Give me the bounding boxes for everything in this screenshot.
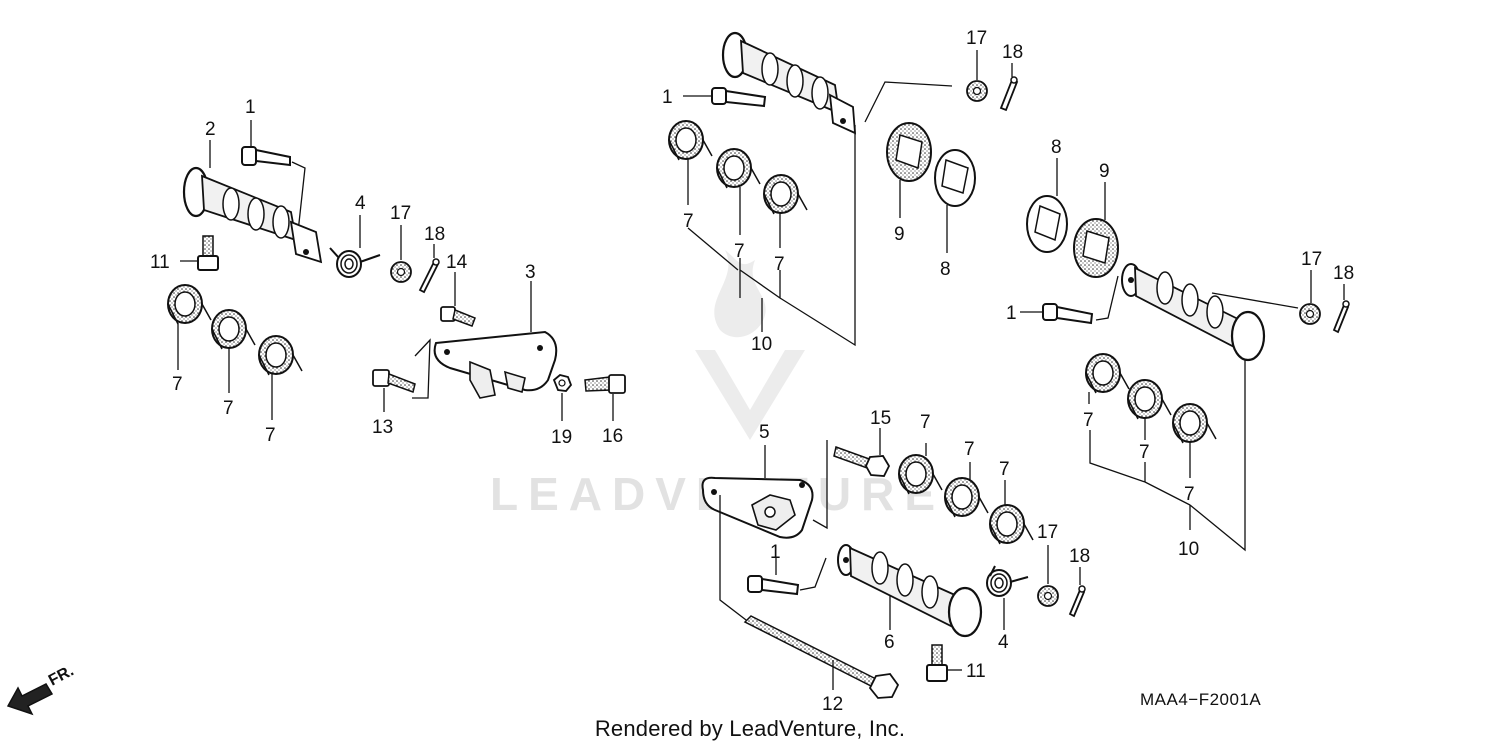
callout-8: 8 [1051,137,1062,158]
callout-11: 11 [966,661,986,682]
callout-2: 2 [205,119,216,140]
diagram-code: MAA4−F2001A [1140,690,1262,709]
bolt-15 [833,446,891,477]
bolt-1-top [711,87,767,108]
callout-4: 4 [355,193,366,214]
bracket-3 [433,330,558,399]
bolt-13 [372,369,416,393]
callout-10: 10 [751,334,772,355]
washer-17-top [966,80,988,102]
cotter-pin-18-top [999,76,1019,112]
plate-8-right [1026,195,1068,253]
callout-7: 7 [964,439,975,460]
callout-15: 15 [870,408,891,429]
collar-7-right-c [1172,403,1217,444]
callout-7: 7 [999,459,1010,480]
rubber-pad-9-right [1073,218,1119,278]
callout-17: 17 [1037,522,1058,543]
bolt-1-right [1042,303,1094,325]
render-credit: Rendered by LeadVenture, Inc. [594,716,906,741]
callout-7: 7 [223,398,234,419]
bottom-center-footpeg-assembly [701,428,1086,699]
bracket-5 [701,476,814,539]
callout-7: 7 [734,241,745,262]
callout-9: 9 [1099,161,1110,182]
callout-7: 7 [1139,442,1150,463]
callout-18: 18 [424,224,445,245]
right-footpeg-assembly [1020,158,1350,552]
front-direction-arrow: FR. [6,662,77,716]
callout-7: 7 [683,211,694,232]
callout-8: 8 [940,259,951,280]
callout-3: 3 [525,262,536,283]
callout-11: 11 [150,252,170,273]
callout-7: 7 [172,374,183,395]
callout-18: 18 [1069,546,1090,567]
front-label: FR. [46,662,77,689]
callout-1: 1 [1006,303,1017,324]
washer-17-left [390,261,412,283]
spring-4-left [329,247,381,278]
footpeg-6 [837,544,983,638]
rubber-pad-9-top [886,122,932,182]
stud-bolt-11-bottom [926,644,948,682]
washer-17-right [1299,303,1321,325]
spring-4-bottom [986,565,1029,597]
cotter-pin-18-left [418,258,440,294]
callout-7: 7 [1083,410,1094,431]
callout-7: 7 [774,254,785,275]
callout-17: 17 [1301,249,1322,270]
stud-bolt-11-left [197,235,219,271]
callout-17: 17 [966,28,987,49]
callout-6: 6 [884,632,895,653]
callout-5: 5 [759,422,770,443]
footpeg-right [1121,263,1266,362]
cotter-pin-18-bottom [1068,585,1086,618]
footpeg-2 [182,166,323,264]
collar-7-top-b [716,148,761,189]
collar-7-right-b [1127,379,1172,420]
callout-14: 14 [446,252,468,273]
callout-1: 1 [770,542,781,563]
top-center-footpeg-assembly [668,31,1019,347]
nut-19 [552,374,573,392]
collar-7-left-a [167,284,212,325]
callout-7: 7 [1184,484,1195,505]
callouts: 1 2 11 4 17 18 14 3 7 7 7 13 19 16 1 17 … [150,28,1354,715]
callout-18: 18 [1333,263,1354,284]
collar-7-left-c [258,335,303,376]
collar-7-bottom-c [989,504,1034,545]
callout-1: 1 [662,87,673,108]
bolt-14 [440,306,476,327]
collar-7-bottom-b [944,477,989,518]
callout-19: 19 [551,427,572,448]
bolt-1-left [241,146,291,167]
callout-17: 17 [390,203,411,224]
callout-4: 4 [998,632,1009,653]
callout-7: 7 [265,425,276,446]
collar-7-top-a [668,120,713,161]
cotter-pin-18-right [1332,300,1350,334]
callout-7: 7 [920,412,931,433]
callout-10: 10 [1178,539,1199,560]
long-bolt-12 [743,615,900,699]
callout-1: 1 [245,97,256,118]
bolt-1-bottom [747,575,800,596]
washer-17-bottom [1037,585,1059,607]
callout-12: 12 [822,694,843,715]
plate-8-top [934,149,976,207]
callout-18: 18 [1002,42,1023,63]
collar-7-top-c [763,174,808,215]
callout-9: 9 [894,224,905,245]
footpeg-top-center [721,31,857,135]
callout-13: 13 [372,417,393,438]
left-footpeg-assembly [167,120,626,421]
collar-7-right-a [1085,353,1130,394]
bolt-16 [584,374,626,394]
callout-16: 16 [602,426,623,447]
collar-7-left-b [211,309,256,350]
